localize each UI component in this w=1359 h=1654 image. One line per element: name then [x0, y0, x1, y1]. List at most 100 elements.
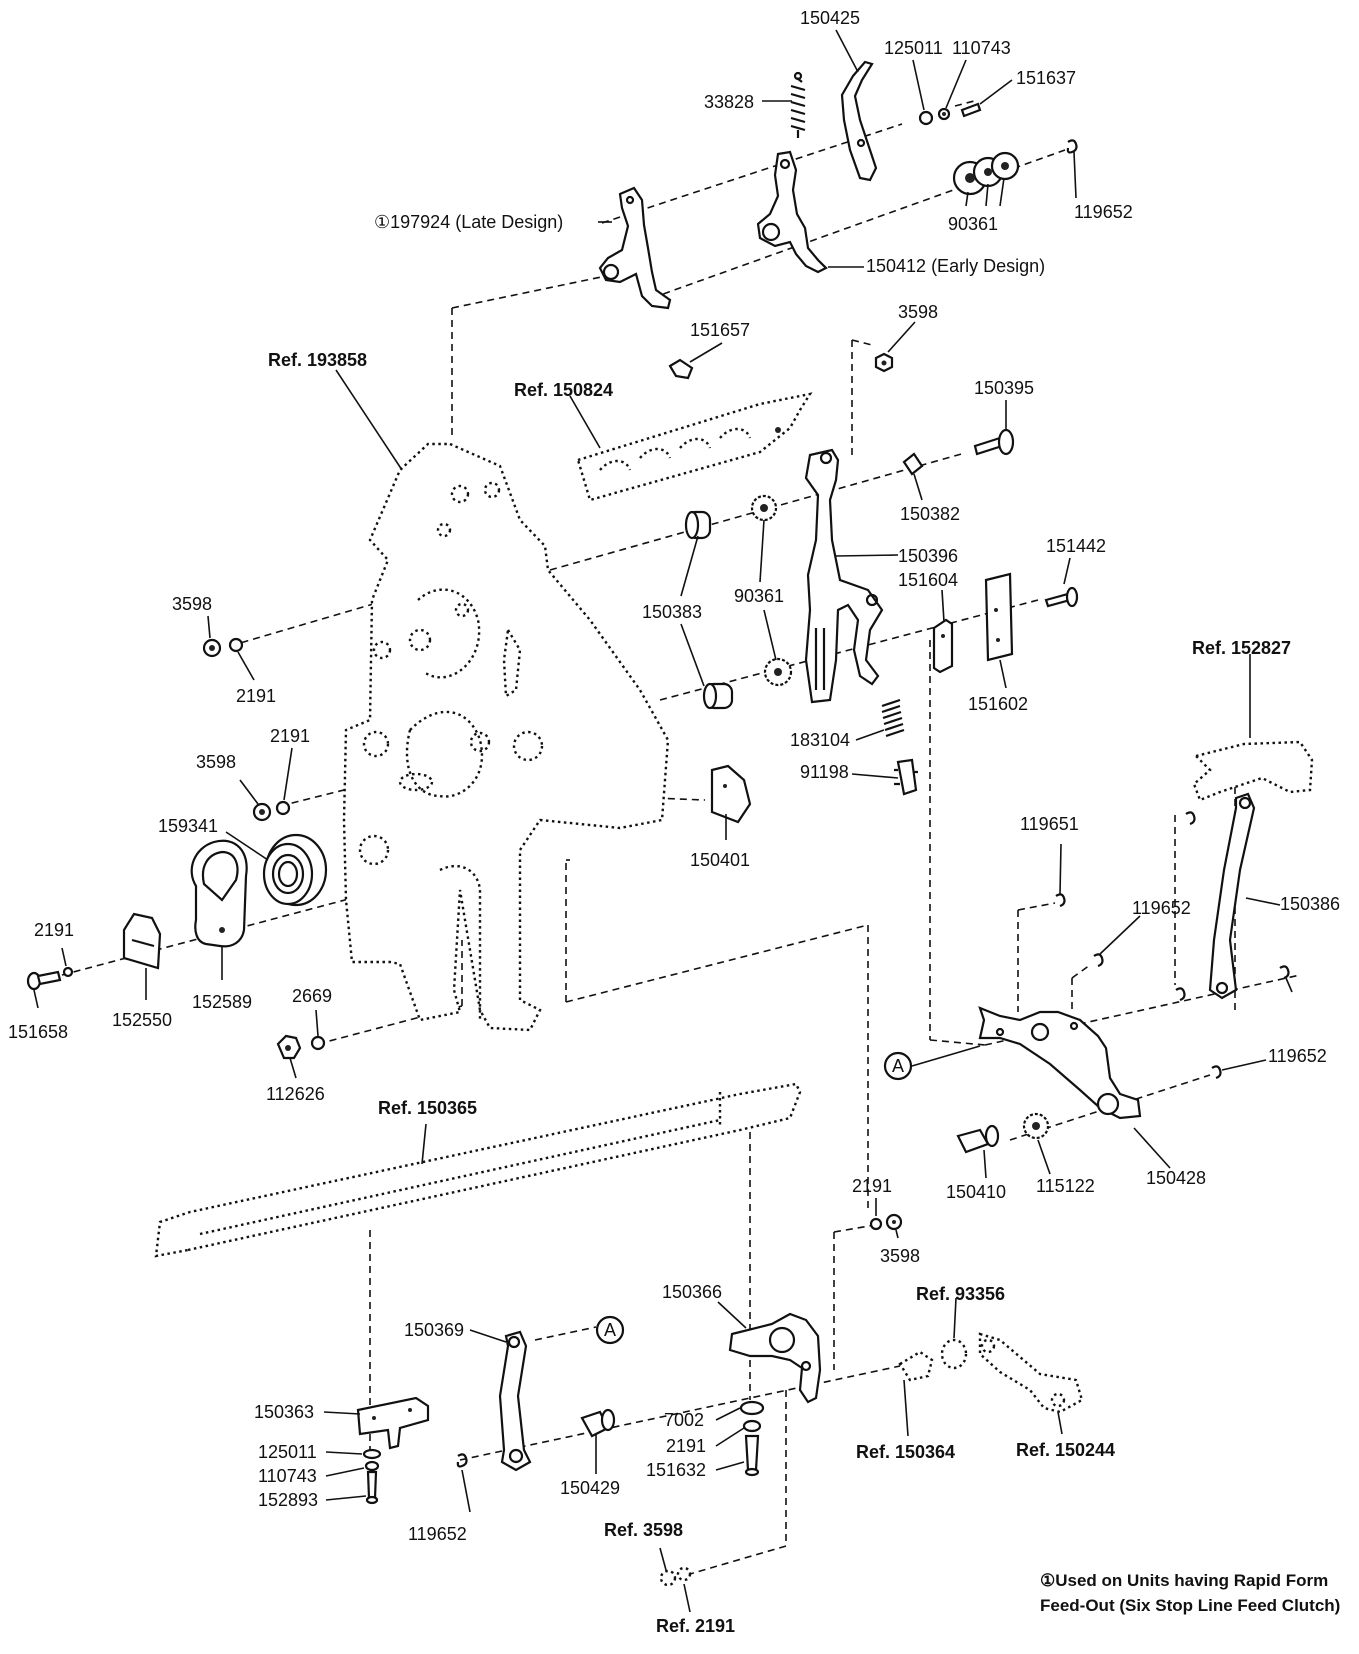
label-33828: 33828 — [704, 92, 754, 112]
part-150429-stud — [580, 1408, 616, 1438]
label-150366: 150366 — [662, 1282, 722, 1302]
label-110743-bottom: 110743 — [258, 1466, 317, 1486]
label-150363: 150363 — [254, 1402, 314, 1422]
label-ref-3598: Ref. 3598 — [604, 1520, 683, 1540]
label-2191-left: 2191 — [236, 686, 276, 706]
label-2669: 2669 — [292, 986, 332, 1006]
label-151658: 151658 — [8, 1022, 68, 1042]
label-150412: 150412 (Early Design) — [866, 256, 1045, 276]
ref-150824-guide — [576, 392, 813, 502]
label-ref-150364: Ref. 150364 — [856, 1442, 955, 1462]
label-119651: 119651 — [1020, 814, 1079, 834]
part-150425-lever — [840, 60, 878, 182]
assembly-axis-lines — [61, 100, 1301, 1575]
label-159341: 159341 — [158, 816, 218, 836]
part-151602-plate — [984, 572, 1014, 662]
label-2191-mid: 2191 — [270, 726, 310, 746]
part-3598-nut-top — [874, 352, 894, 373]
label-151604: 151604 — [898, 570, 958, 590]
part-150386-link — [1208, 792, 1256, 1000]
label-3598: 3598 — [898, 302, 938, 322]
label-115122: 115122 — [1036, 1176, 1095, 1196]
part-151637-screw — [960, 102, 982, 118]
part-183104-spring — [881, 698, 905, 738]
leader-lines — [33, 29, 1293, 1613]
part-7002-2191-151632 — [739, 1400, 765, 1477]
part-3598-2191-left — [202, 637, 291, 822]
part-152550-plate — [122, 912, 162, 970]
label-ref-93356: Ref. 93356 — [916, 1284, 1005, 1304]
part-150412-lever — [756, 150, 828, 274]
label-150429: 150429 — [560, 1478, 620, 1498]
part-labels: 150425 125011 110743 151637 33828 119652… — [8, 8, 1340, 1636]
part-washers-top — [918, 107, 951, 126]
footnote: ①Used on Units having Rapid Form Feed-Ou… — [1040, 1571, 1341, 1615]
label-125011: 125011 — [884, 38, 943, 58]
label-91198: 91198 — [800, 762, 849, 782]
part-151658-screw — [26, 966, 74, 991]
label-110743: 110743 — [952, 38, 1011, 58]
ref-150364-93356-150244 — [898, 1332, 1084, 1414]
label-90361: 90361 — [948, 214, 998, 234]
label-112626: 112626 — [266, 1084, 325, 1104]
label-150382: 150382 — [900, 504, 960, 524]
part-150366-bracket — [728, 1312, 822, 1404]
part-119652-clip-top — [1066, 139, 1078, 154]
part-150369-link — [498, 1330, 532, 1472]
label-3598-left: 3598 — [172, 594, 212, 614]
label-150428: 150428 — [1146, 1168, 1206, 1188]
label-152893: 152893 — [258, 1490, 318, 1510]
label-150383: 150383 — [642, 602, 702, 622]
part-125011-110743-152893 — [362, 1448, 382, 1505]
label-150425: 150425 — [800, 8, 860, 28]
label-ref-150365: Ref. 150365 — [378, 1098, 477, 1118]
label-151602: 151602 — [968, 694, 1028, 714]
label-marker-a-1: A — [892, 1056, 904, 1076]
label-151657: 151657 — [690, 320, 750, 340]
label-marker-a-2: A — [604, 1320, 616, 1340]
part-90361-ratchets — [952, 151, 1020, 196]
part-150401-bracket — [710, 764, 752, 824]
label-152589: 152589 — [192, 992, 252, 1012]
label-119652-bottom: 119652 — [408, 1524, 467, 1544]
part-119651-119652-clips — [1055, 811, 1290, 1080]
label-151632: 151632 — [646, 1460, 706, 1480]
part-90361-ratchets-mid — [750, 494, 793, 687]
label-2191-lower: 2191 — [852, 1176, 892, 1196]
label-ref-150824: Ref. 150824 — [514, 380, 613, 400]
label-3598-mid: 3598 — [196, 752, 236, 772]
label-183104: 183104 — [790, 730, 850, 750]
label-150396: 150396 — [898, 546, 958, 566]
part-197924-lever — [598, 186, 672, 310]
label-150386: 150386 — [1280, 894, 1340, 914]
label-150410: 150410 — [946, 1182, 1006, 1202]
part-2191-3598-lower — [869, 1213, 903, 1231]
part-33828-spring — [790, 71, 806, 138]
part-152589-clamp — [190, 839, 248, 948]
label-151442: 151442 — [1046, 536, 1106, 556]
part-150428-lever — [978, 1006, 1142, 1120]
part-151604-bracket — [932, 618, 954, 674]
part-151657-screw — [668, 358, 694, 380]
label-ref-193858: Ref. 193858 — [268, 350, 367, 370]
part-150395-screw — [973, 428, 1015, 456]
part-115122-ratchet — [1022, 1112, 1050, 1140]
label-3598-lower: 3598 — [880, 1246, 920, 1266]
label-2191-bottom: 2191 — [666, 1436, 706, 1456]
label-197924: ①197924 (Late Design) — [374, 212, 563, 232]
ref-150365-shaft — [154, 1082, 802, 1258]
part-119652-clip-bottom — [456, 1453, 468, 1468]
part-91198 — [894, 758, 918, 796]
part-112626-2669 — [276, 1034, 326, 1060]
part-151442-screw — [1044, 586, 1079, 608]
part-150410-stud — [956, 1124, 1000, 1154]
label-ref-150244: Ref. 150244 — [1016, 1440, 1115, 1460]
ref-193858-side-frame — [342, 442, 670, 1032]
label-151637: 151637 — [1016, 68, 1076, 88]
part-150382-block — [902, 452, 924, 476]
reference-marker-a — [595, 1051, 913, 1345]
label-150401: 150401 — [690, 850, 750, 870]
label-119652-lower-right: 119652 — [1268, 1046, 1327, 1066]
